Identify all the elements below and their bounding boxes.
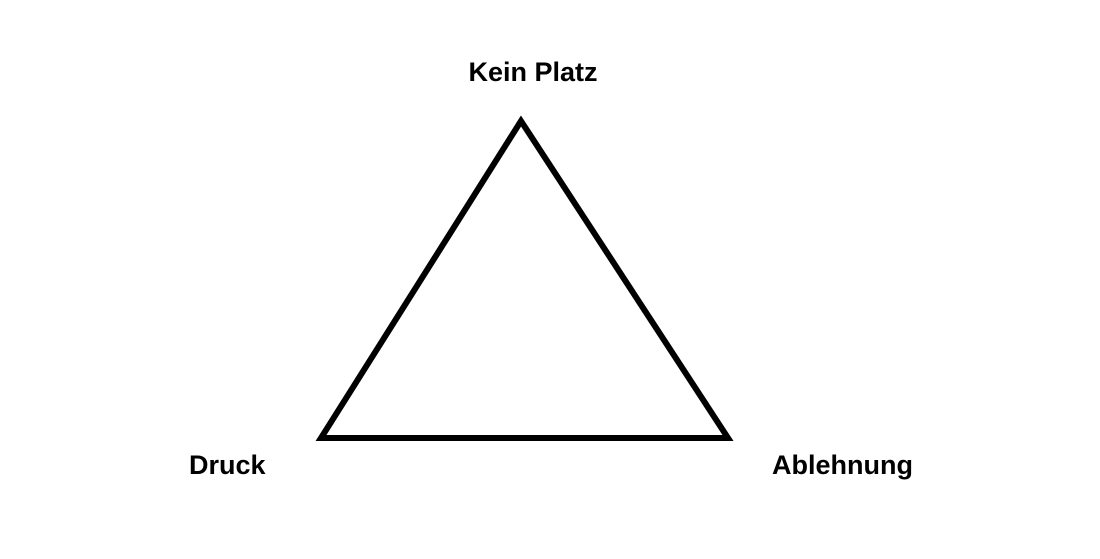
triangle-shape xyxy=(315,115,734,441)
vertex-label-bottom-left: Druck xyxy=(189,450,266,480)
vertex-label-top: Kein Platz xyxy=(468,57,598,87)
vertex-label-bottom-right: Ablehnung xyxy=(772,450,913,480)
